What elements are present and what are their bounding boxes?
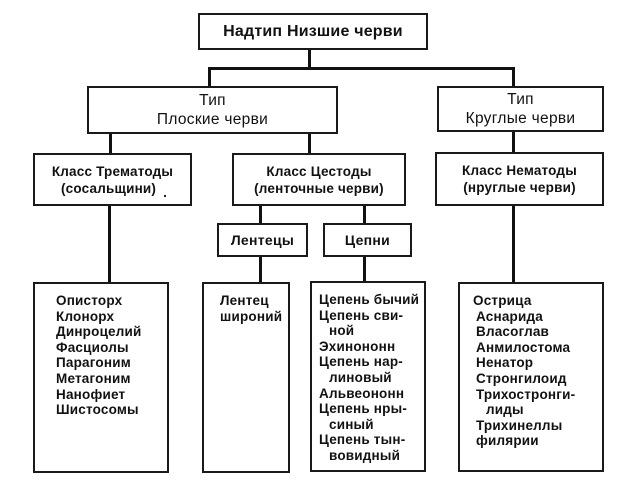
class-label-common: (сосальщини) . (60, 180, 168, 200)
connector-lentecy-list (259, 256, 262, 283)
connector-root-down (308, 49, 311, 70)
type-label-name: Плоские черви (156, 111, 269, 128)
class-node-cestoda: Класс Цестоды (ленточные черви) (232, 153, 406, 206)
class-label-common-text: (сосальщини) (60, 180, 157, 196)
connector-cepni-list (363, 256, 366, 282)
list-item: Анмилостома (476, 339, 571, 355)
class-label-name: Класс Нематоды (462, 163, 577, 178)
class-label-common: (ленточные черви) (254, 180, 384, 196)
list-item: Лентец (220, 293, 269, 308)
list-item: Стронгилоид (476, 370, 567, 386)
list-item: Цепень нар- (319, 354, 404, 370)
list-item: Шистосомы (56, 402, 139, 418)
connector-to-flatworms (208, 67, 211, 87)
connector-nematoda-list (512, 205, 515, 283)
group-label: Лентецы (230, 232, 295, 248)
class-node-trematoda: Класс Трематоды (сосальщини) . (33, 153, 192, 206)
list-item-continuation: синый (329, 416, 374, 432)
list-item: Цепень нры- (319, 401, 408, 417)
list-item-continuation: лиды (486, 402, 524, 418)
connector-trematoda-list (108, 205, 111, 283)
stray-mark: . (163, 184, 168, 200)
species-list-nematoda: Острица Аснарида Власоглав Анмилостома Н… (458, 282, 604, 472)
list-item: Описторх (56, 293, 123, 308)
list-item: филярии (476, 433, 539, 449)
list-item: Метагоним (56, 370, 131, 386)
connector-types-horizontal (208, 67, 515, 70)
class-label-common: (нруглые черви) (463, 180, 576, 195)
list-item: Нанофиет (56, 386, 126, 402)
type-node-roundworms: Тип Круглые черви (437, 86, 604, 132)
list-item-continuation: линовый (329, 369, 392, 385)
type-label-prefix: Тип (507, 91, 534, 108)
connector-to-cepni (363, 205, 366, 224)
list-item-continuation: вовидный (329, 447, 401, 463)
group-node-cepni: Цепни (323, 223, 412, 257)
group-node-lentecy: Лентецы (217, 223, 308, 257)
root-node-lower-worms: Надтип Низшие черви (198, 13, 428, 50)
type-label-prefix: Тип (199, 92, 226, 109)
connector-to-trematoda (109, 133, 112, 154)
list-item: Эхинононн (319, 338, 396, 354)
list-item: Цепень сви- (319, 307, 404, 323)
list-item: Острица (473, 293, 532, 308)
list-item: Цепень бычий (319, 292, 420, 307)
type-label-name: Круглые черви (465, 110, 576, 127)
list-item: Клонорх (56, 308, 115, 324)
type-node-flatworms: Тип Плоские черви (87, 86, 338, 134)
list-item: Динроцелий (56, 324, 142, 340)
class-label-name: Класс Трематоды (51, 163, 174, 179)
connector-to-lentecy (259, 205, 262, 224)
list-item: Трихостронги- (476, 386, 576, 402)
list-item: Власоглав (476, 324, 550, 340)
connector-to-nematoda (512, 131, 515, 153)
list-item-continuation: ной (329, 323, 355, 339)
class-node-nematoda: Класс Нематоды (нруглые черви) (435, 152, 604, 206)
list-item: Цепень тын- (319, 432, 406, 448)
list-item: Фасциолы (56, 339, 129, 355)
list-item: Альвеононн (319, 385, 405, 401)
class-label-name: Класс Цестоды (266, 163, 372, 179)
species-list-cepni: Цепень бычий Цепень сви- ной Эхинононн Ц… (310, 281, 426, 472)
group-label: Цепни (344, 232, 391, 248)
species-list-trematoda: Описторх Клонорх Динроцелий Фасциолы Пар… (33, 282, 169, 473)
species-list-lentecy: Лентец широний (202, 282, 290, 473)
connector-to-roundworms (512, 67, 515, 87)
list-item: Аснарида (476, 308, 543, 324)
list-item: Парагоним (56, 355, 131, 371)
list-item: Ненатор (476, 355, 534, 371)
connector-to-cestoda (308, 133, 311, 154)
root-label: Надтип Низшие черви (223, 22, 403, 40)
list-item: широний (220, 308, 283, 324)
list-item: Трихинеллы (476, 417, 563, 433)
